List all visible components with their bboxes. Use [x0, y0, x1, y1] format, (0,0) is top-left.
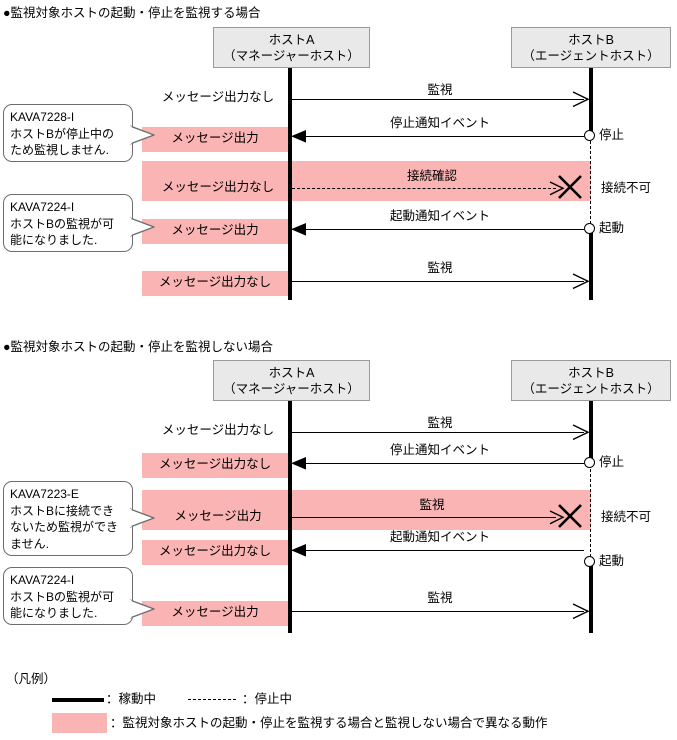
- message-label-2-2: メッセージ出力なし: [142, 453, 288, 478]
- arrow-line-2-3: [292, 517, 556, 518]
- lifeline-host-b-running-2a: [589, 401, 593, 464]
- actor-header-host-b-2: ホストB （エージェントホスト）: [511, 360, 671, 401]
- actor-b-role-1: （エージェントホスト）: [522, 48, 660, 63]
- state-label-unreachable-2: 接続不可: [601, 510, 652, 524]
- callout-tail-icon: [128, 124, 158, 151]
- arrowhead-left-icon: [291, 222, 307, 237]
- arrow-line-2-1: [291, 432, 584, 433]
- arrow-line-2-5: [291, 611, 584, 612]
- actor-header-host-a-2: ホストA （マネージャーホスト）: [213, 360, 370, 401]
- legend-band-swatch: [52, 713, 107, 733]
- arrow-line-1-1: [291, 99, 584, 100]
- actor-a-role-2: （マネージャーホスト）: [223, 381, 360, 396]
- arrow-label-2-4: 起動通知イベント: [389, 530, 490, 544]
- arrow-label-1-5: 監視: [427, 261, 453, 275]
- state-label-start-2: 起動: [599, 554, 625, 568]
- legend-solid-line-swatch: [52, 698, 104, 702]
- legend-title: （凡例）: [6, 672, 57, 686]
- arrow-label-2-1: 監視: [427, 416, 453, 430]
- state-label-start-1: 起動: [599, 221, 625, 235]
- highlight-band-1: [142, 161, 591, 201]
- state-label-unreachable-1: 接続不可: [601, 181, 652, 195]
- arrowhead-left-icon: [291, 543, 307, 558]
- lifeline-host-b-running-1a: [589, 68, 593, 131]
- message-label-1-2: メッセージ出力: [142, 127, 288, 152]
- state-label-stop-2: 停止: [599, 455, 625, 469]
- message-label-2-3: メッセージ出力: [174, 509, 262, 523]
- actor-header-host-b-1: ホストB （エージェントホスト）: [511, 27, 671, 68]
- callout-kava7224i: KAVA7224-I ホストBの監視が可 能になりました.: [3, 194, 133, 252]
- arrow-line-2-4: [297, 550, 584, 551]
- section-title-1: ●監視対象ホストの起動・停止を監視する場合: [3, 6, 261, 20]
- arrow-line-1-4: [297, 229, 584, 230]
- arrow-label-1-4: 起動通知イベント: [389, 209, 490, 223]
- message-label-1-1: メッセージ出力なし: [161, 90, 275, 104]
- arrow-line-1-5: [291, 281, 584, 282]
- actor-b-name-1: ホストB: [568, 32, 614, 47]
- lifeline-host-b-running-1b: [589, 224, 593, 300]
- callout-tail-icon: [128, 507, 158, 534]
- callout-tail-icon: [128, 598, 158, 625]
- message-label-1-5: メッセージ出力なし: [142, 271, 288, 296]
- legend-running-label: ：稼動中: [106, 692, 157, 706]
- actor-a-name-2: ホストA: [268, 365, 315, 380]
- actor-b-name-2: ホストB: [568, 365, 614, 380]
- message-label-2-5: メッセージ出力: [142, 601, 288, 626]
- message-label-2-4: メッセージ出力なし: [142, 540, 288, 565]
- event-dot-start-2: [584, 556, 595, 567]
- event-dot-stop-2: [584, 457, 595, 468]
- arrow-line-1-2: [297, 136, 584, 137]
- state-label-stop-1: 停止: [599, 128, 625, 142]
- arrow-line-1-3: [292, 188, 556, 189]
- arrow-label-1-3: 接続確認: [406, 169, 457, 183]
- arrow-label-1-1: 監視: [427, 83, 453, 97]
- arrowhead-left-icon: [291, 456, 307, 471]
- arrow-label-2-2: 停止通知イベント: [389, 443, 490, 457]
- event-dot-stop-1: [584, 130, 595, 141]
- lifeline-host-b-stopped-2: [590, 464, 591, 557]
- callout-kava7228i: KAVA7228-I ホストBが停止中の ため監視しません.: [3, 104, 133, 162]
- callout-kava7224i-2: KAVA7224-I ホストBの監視が可 能になりました.: [3, 567, 133, 625]
- message-label-2-1: メッセージ出力なし: [161, 423, 275, 437]
- highlight-band-2: [142, 490, 591, 530]
- message-label-1-4: メッセージ出力: [142, 219, 288, 244]
- arrow-line-2-2: [297, 463, 584, 464]
- blocked-x-icon: [556, 502, 584, 535]
- section-title-2: ●監視対象ホストの起動・停止を監視しない場合: [3, 340, 274, 354]
- blocked-x-icon: [556, 173, 584, 206]
- actor-b-role-2: （エージェントホスト）: [522, 381, 660, 396]
- callout-kava7223e: KAVA7223-E ホストBに接続でき ないため監視ができ ません.: [3, 481, 133, 556]
- arrow-label-1-2: 停止通知イベント: [389, 116, 490, 130]
- lifeline-host-b-running-2b: [589, 557, 593, 633]
- arrow-label-2-5: 監視: [427, 591, 453, 605]
- legend-band-label: ：監視対象ホストの起動・停止を監視する場合と監視しない場合で異なる動作: [110, 716, 548, 730]
- arrowhead-left-icon: [291, 129, 307, 144]
- lifeline-host-a-2: [288, 401, 292, 633]
- message-label-1-3: メッセージ出力なし: [161, 180, 275, 194]
- arrow-label-2-3: 監視: [419, 498, 445, 512]
- actor-a-name-1: ホストA: [268, 32, 315, 47]
- event-dot-start-1: [584, 223, 595, 234]
- lifeline-host-a-1: [288, 68, 292, 300]
- legend-dashed-line-swatch: [188, 699, 236, 700]
- lifeline-host-b-stopped-1: [590, 131, 591, 224]
- actor-header-host-a-1: ホストA （マネージャーホスト）: [213, 27, 370, 68]
- actor-a-role-1: （マネージャーホスト）: [223, 48, 360, 63]
- legend-stopped-label: ：停止中: [242, 692, 293, 706]
- callout-tail-icon: [128, 216, 158, 243]
